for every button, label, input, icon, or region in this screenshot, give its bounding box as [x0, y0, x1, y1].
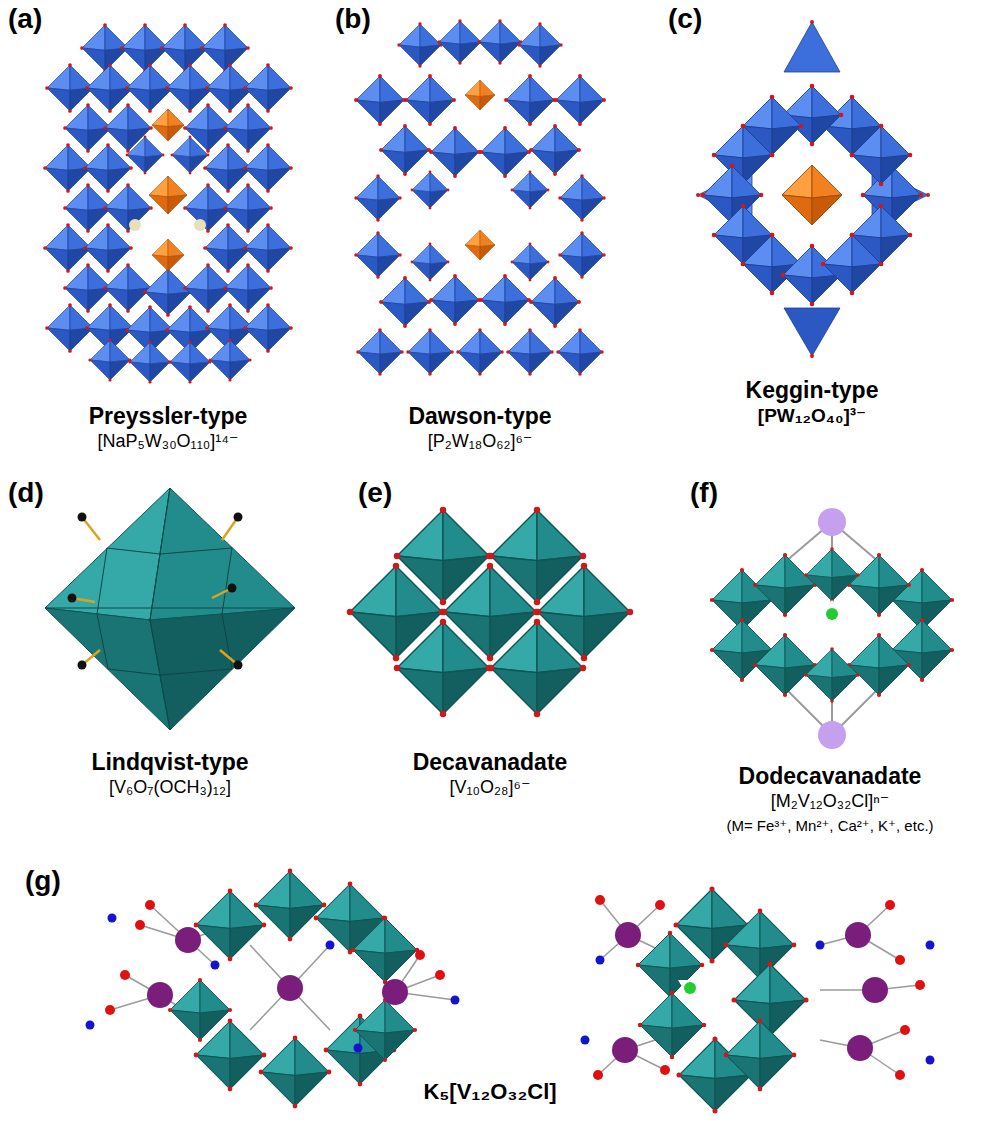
panel-letter: (g)	[25, 866, 61, 897]
panel-letter: (b)	[335, 4, 371, 35]
formula: [V₁₀O₂₈]⁶⁻	[450, 778, 531, 798]
structure-name: Lindqvist-type	[91, 750, 248, 775]
formula: [M₂V₁₂O₃₂Cl]ⁿ⁻	[771, 792, 889, 812]
structure-name: Keggin-type	[746, 378, 879, 403]
lindqvist-structure	[45, 488, 295, 730]
panel-letter: (a)	[8, 4, 42, 35]
panel-letter: (f)	[690, 478, 718, 509]
decavanadate-structure	[347, 507, 633, 717]
formula: [P₂W₁₈O₆₂]⁶⁻	[428, 432, 533, 452]
formula: [V₆O₇(OCH₃)₁₂]	[109, 778, 231, 798]
note: (M= Fe³⁺, Mn²⁺, Ca²⁺, K⁺, etc.)	[726, 818, 933, 835]
structure-name: Dawson-type	[408, 404, 551, 429]
preyssler-structure	[43, 23, 293, 383]
keggin-structure	[696, 20, 930, 358]
panel-letter: (e)	[358, 478, 392, 509]
structure-name: Decavanadate	[413, 750, 568, 775]
panel-letter: (c)	[668, 4, 702, 35]
k5-dodecavanadate-top-view	[86, 869, 460, 1109]
formula: [NaP₅W₃₀O₁₁₀]¹⁴⁻	[98, 432, 239, 452]
structure-name: Dodecavanadate	[739, 764, 922, 789]
dodecavanadate-structure	[710, 508, 954, 749]
formula: [PW₁₂O₄₀]³⁻	[758, 406, 866, 427]
structure-name: Preyssler-type	[89, 404, 248, 429]
dawson-structure	[354, 19, 606, 375]
formula: K₅[V₁₂O₃₂Cl]	[423, 1080, 556, 1104]
panel-letter: (d)	[8, 478, 44, 509]
k5-dodecavanadate-side-view	[581, 886, 935, 1113]
